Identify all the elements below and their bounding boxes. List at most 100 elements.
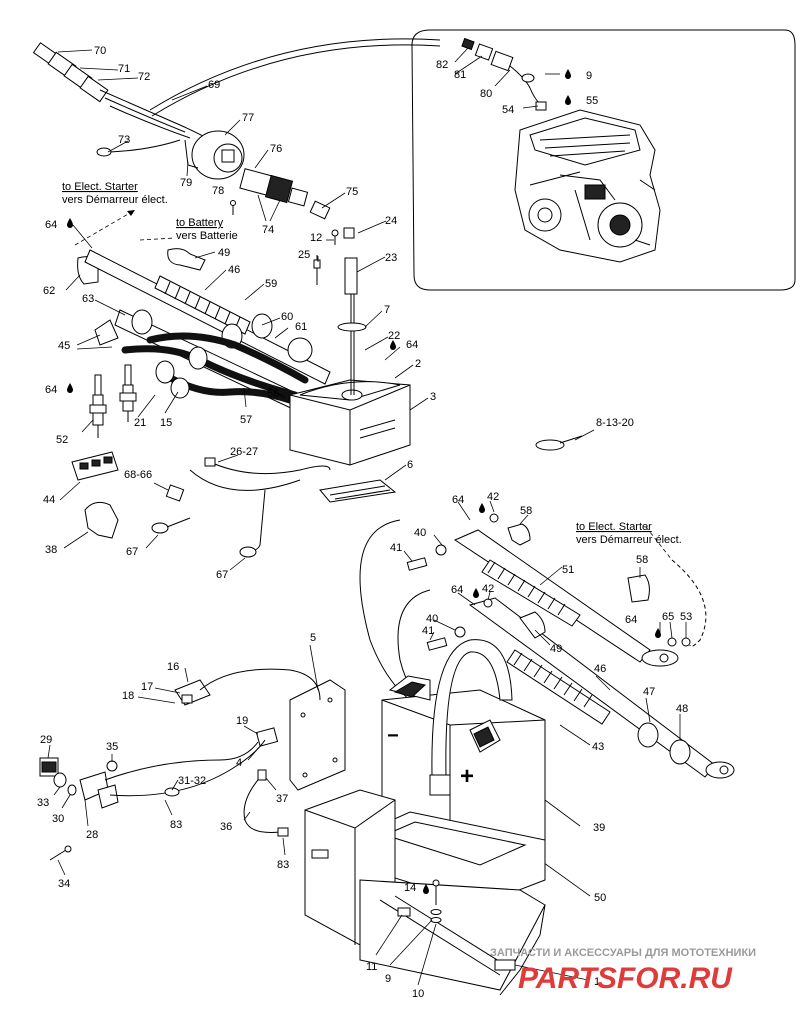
part-label: 10 <box>412 988 424 1000</box>
part-label: 80 <box>480 88 492 100</box>
part-label: 52 <box>56 434 68 446</box>
part-label: 41 <box>390 542 402 554</box>
part-label: 46 <box>228 264 240 276</box>
part-label: 83 <box>277 859 289 871</box>
part-label: 71 <box>118 63 130 75</box>
watermark: ЗАПЧАСТИ И АКСЕССУАРЫ ДЛЯ МОТОТЕХНИКИ PA… <box>490 947 756 995</box>
part-label: 67 <box>216 569 228 581</box>
part-label: 81 <box>454 69 466 81</box>
part-label: 65 <box>662 611 674 623</box>
part-labels: 70 71 72 69 73 77 76 79 78 75 74 64 62 4… <box>37 45 692 1000</box>
part-label: 23 <box>385 252 397 264</box>
part-label: 64 <box>452 494 464 506</box>
part-label: 31-32 <box>178 775 206 787</box>
oil-drop-icon <box>655 628 661 638</box>
part-label: 8-13-20 <box>596 417 634 429</box>
part-label: 37 <box>276 793 288 805</box>
part-label: 44 <box>43 494 55 506</box>
part-label: 72 <box>138 71 150 83</box>
part-label: 61 <box>295 321 307 333</box>
part-label: 47 <box>643 686 655 698</box>
part-label: 76 <box>270 143 282 155</box>
engine-block <box>514 109 661 263</box>
part-label: 3 <box>430 391 436 403</box>
note-starter-top-fr: vers Démarreur élect. <box>62 194 168 206</box>
part-label: 51 <box>562 564 574 576</box>
part-label: 41 <box>422 625 434 637</box>
part-label: 1 <box>594 976 600 988</box>
part-label: 17 <box>141 681 153 693</box>
part-label: 40 <box>414 527 426 539</box>
part-label: 38 <box>45 544 57 556</box>
part-label: 21 <box>134 417 146 429</box>
positive-terminal-sign: + <box>460 763 474 790</box>
ignition-coils <box>77 248 331 438</box>
part-label: 78 <box>212 185 224 197</box>
part-label: 19 <box>236 715 248 727</box>
start-stop-assembly <box>39 668 346 861</box>
oil-drop-icon <box>565 95 571 105</box>
main-harness <box>32 38 441 220</box>
spark-plug-52 <box>89 374 107 438</box>
part-label: 43 <box>592 741 604 753</box>
part-label: 49 <box>550 643 562 655</box>
part-label: 64 <box>451 584 463 596</box>
part-label: 74 <box>262 224 274 236</box>
part-label: 28 <box>86 829 98 841</box>
note-battery-en: to Battery <box>176 217 224 229</box>
part-label: 36 <box>220 821 232 833</box>
part-label: 70 <box>94 45 106 57</box>
part-label: 30 <box>52 813 64 825</box>
part-label: 12 <box>310 232 322 244</box>
ribbed-sheath <box>154 275 251 335</box>
part-label: 83 <box>170 819 182 831</box>
part-label: 49 <box>218 247 230 259</box>
note-starter-top-en: to Elect. Starter <box>62 181 138 193</box>
part-label: 35 <box>106 741 118 753</box>
part-label: 11 <box>366 961 377 973</box>
note-starter-right-fr: vers Démarreur élect. <box>576 534 682 546</box>
part-label: 4 <box>236 757 242 769</box>
oil-drop-icon <box>390 340 396 350</box>
part-label: 64 <box>45 219 57 231</box>
part-label: 53 <box>680 611 692 623</box>
part-label: 68-66 <box>124 469 152 481</box>
part-label: 5 <box>310 632 316 644</box>
part-label: 67 <box>126 546 138 558</box>
negative-terminal-sign: − <box>387 725 399 747</box>
part-label: 64 <box>625 614 637 626</box>
battery: − + <box>381 639 546 851</box>
part-label: 14 <box>404 882 416 894</box>
battery-cables <box>359 513 735 779</box>
oil-drop-icon <box>479 503 485 513</box>
part-label: 25 <box>298 249 310 261</box>
part-label: 58 <box>520 505 532 517</box>
oil-drop-icon <box>423 884 429 894</box>
connector-82 <box>461 37 547 111</box>
part-label: 79 <box>180 177 192 189</box>
part-label: 22 <box>388 330 400 342</box>
part-label: 60 <box>281 311 293 323</box>
part-label: 54 <box>502 104 514 116</box>
part-label: 24 <box>385 215 397 227</box>
part-label: 77 <box>242 112 254 124</box>
part-label: 7 <box>384 304 390 316</box>
note-starter-right-en: to Elect. Starter <box>576 521 652 533</box>
part-label: 34 <box>58 878 70 890</box>
part-label: 29 <box>40 734 52 746</box>
oil-drop-icons <box>67 69 661 894</box>
oil-drop-icon <box>67 218 73 228</box>
part-label: 63 <box>82 293 94 305</box>
part-label: 73 <box>118 134 130 146</box>
part-label: 26-27 <box>230 446 258 458</box>
part-label: 45 <box>58 340 70 352</box>
electrical-box <box>289 227 411 466</box>
engine-inset <box>411 29 796 291</box>
oil-drop-icon <box>67 383 73 393</box>
part-label: 33 <box>37 797 49 809</box>
part-label: 42 <box>482 583 494 595</box>
watermark-logo: PARTSFOR.RU <box>518 962 733 995</box>
note-battery-fr: vers Batterie <box>176 230 238 242</box>
part-label: 2 <box>415 358 421 370</box>
